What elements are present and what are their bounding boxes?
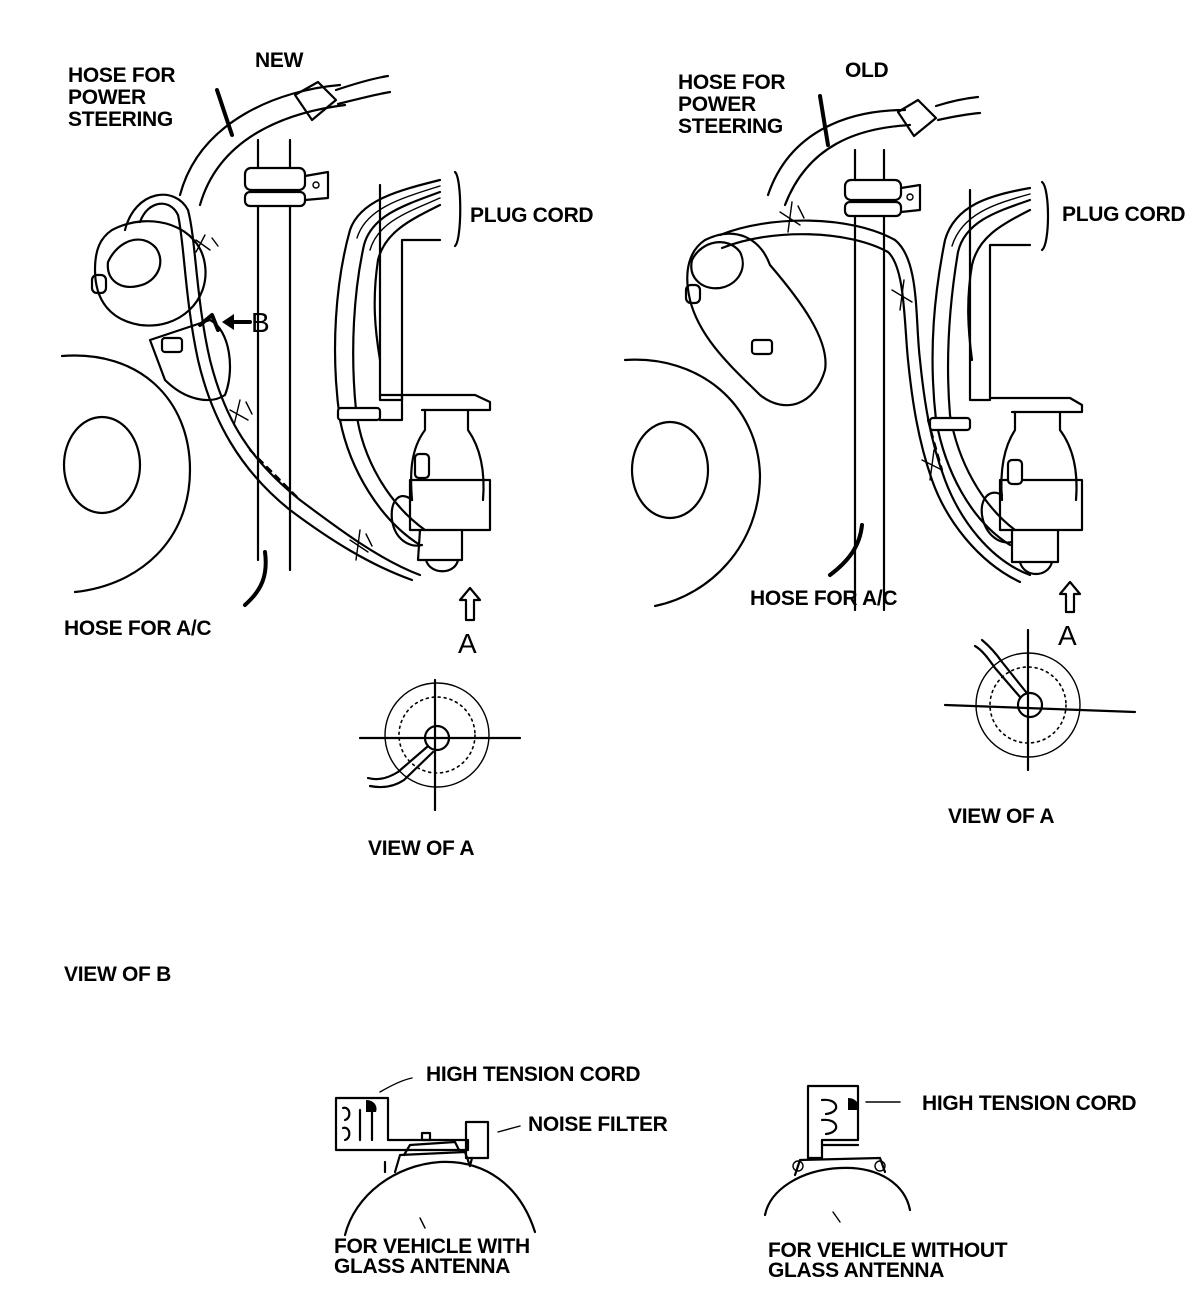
new-wheel-outline: [60, 354, 192, 594]
without-glass-caption: FOR VEHICLE WITHOUT GLASS ANTENNA: [768, 1239, 1008, 1282]
without-glass-high-tension-label: HIGH TENSION CORD: [922, 1092, 1137, 1115]
old-panel-drawing: [623, 94, 1137, 772]
new-distributor: [400, 393, 492, 412]
label-line: STEERING: [68, 108, 173, 131]
old-distributor: [988, 396, 1084, 414]
view-b-heading: VIEW OF B: [64, 963, 171, 986]
old-ac-hose-label: HOSE FOR A/C: [750, 587, 898, 610]
caption-line: FOR VEHICLE WITHOUT: [768, 1239, 1008, 1262]
new-hose-fitting: [293, 80, 338, 122]
caption-line: GLASS ANTENNA: [768, 1259, 945, 1282]
new-plug-cord-bundle: [333, 178, 442, 547]
with-glass-bracket: [334, 1096, 470, 1152]
old-view-a-detail: [943, 628, 1137, 772]
view-b-with-glass-drawing: [334, 1077, 537, 1237]
old-wheel-outline: [623, 358, 762, 608]
label-line: HOSE FOR: [678, 71, 786, 94]
noise-filter-label: NOISE FILTER: [528, 1113, 668, 1136]
with-glass-caption: FOR VEHICLE WITH GLASS ANTENNA: [334, 1235, 530, 1278]
new-power-steering-label: HOSE FOR POWER STEERING: [68, 64, 176, 131]
new-ac-hose-label: HOSE FOR A/C: [64, 617, 212, 640]
old-high-tension-cord: [718, 219, 1032, 577]
caption-line: GLASS ANTENNA: [334, 1255, 511, 1278]
new-a-label: A: [458, 628, 477, 659]
noise-filter: [464, 1120, 490, 1160]
old-strut-clamp: [843, 178, 903, 202]
old-ignition-coil: [686, 232, 827, 407]
without-glass-bracket: [806, 1084, 860, 1160]
new-strut-clamp: [243, 166, 307, 192]
old-view-a-arrow: [1058, 580, 1082, 614]
old-plug-cord-label: PLUG CORD: [1062, 203, 1186, 226]
old-title: OLD: [845, 59, 889, 82]
new-title: NEW: [255, 49, 304, 72]
new-view-a-arrow: [458, 586, 482, 622]
old-a-label: A: [1058, 620, 1077, 651]
old-ac-hose: [828, 523, 864, 577]
new-high-tension-cord: [123, 193, 422, 577]
caption-line: FOR VEHICLE WITH: [334, 1235, 530, 1258]
with-glass-coil-top: [343, 1160, 537, 1237]
with-glass-high-tension-label: HIGH TENSION CORD: [426, 1063, 641, 1086]
old-wheel-hub: [630, 420, 710, 520]
label-line: POWER: [68, 86, 146, 109]
new-ac-hose: [243, 550, 268, 607]
without-glass-coil-top: [763, 1166, 912, 1217]
label-line: HOSE FOR: [68, 64, 176, 87]
new-b-label: B: [251, 307, 270, 338]
new-wheel-hub: [62, 415, 142, 515]
new-view-a-detail: [358, 678, 522, 812]
old-power-steering-label: HOSE FOR POWER STEERING: [678, 71, 786, 138]
new-plug-cord-label: PLUG CORD: [470, 204, 594, 227]
new-power-steering-hose: [178, 83, 342, 197]
view-b-without-glass-drawing: [763, 1084, 912, 1223]
old-hose-fitting: [896, 98, 938, 138]
label-line: STEERING: [678, 115, 783, 138]
new-view-a-label: VIEW OF A: [368, 837, 475, 860]
new-panel-drawing: [60, 74, 522, 812]
label-line: POWER: [678, 93, 756, 116]
old-view-a-label: VIEW OF A: [948, 805, 1055, 828]
